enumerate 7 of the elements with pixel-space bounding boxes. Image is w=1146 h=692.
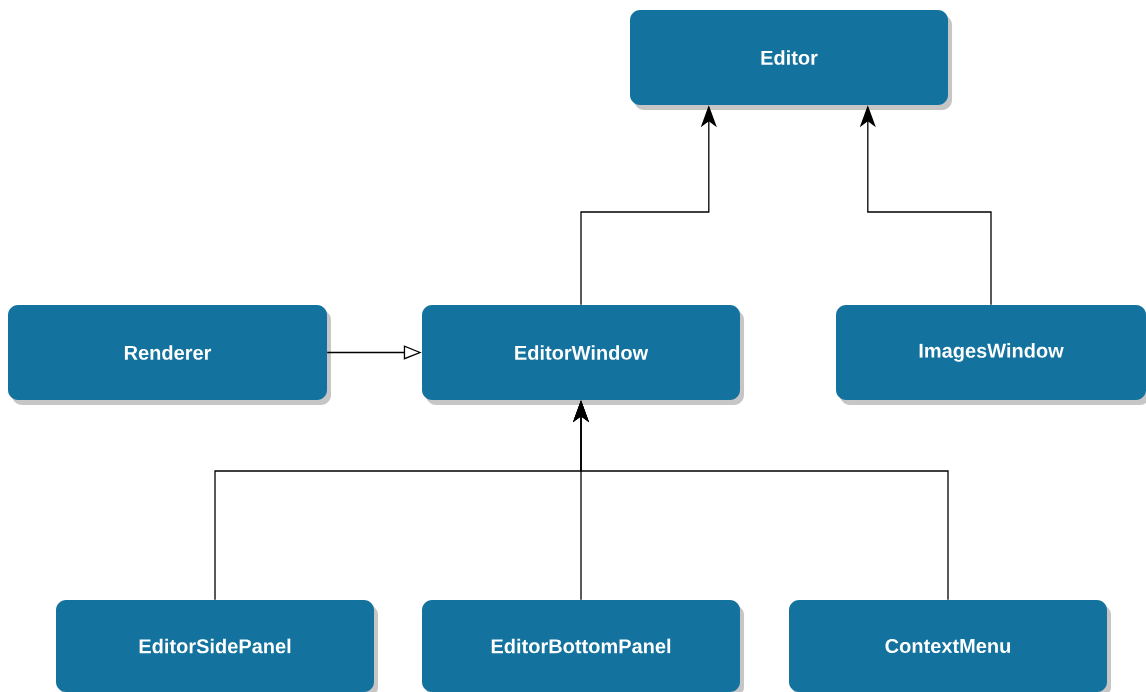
class-box: EditorBottomPanel [422,600,744,692]
class-box: EditorWindow [422,305,744,405]
class-box: Editor [630,10,952,110]
class-box: Renderer [8,305,331,405]
class-box: ImagesWindow [836,305,1146,405]
class-box: ContextMenu [789,600,1111,692]
class-box: EditorSidePanel [56,600,378,692]
